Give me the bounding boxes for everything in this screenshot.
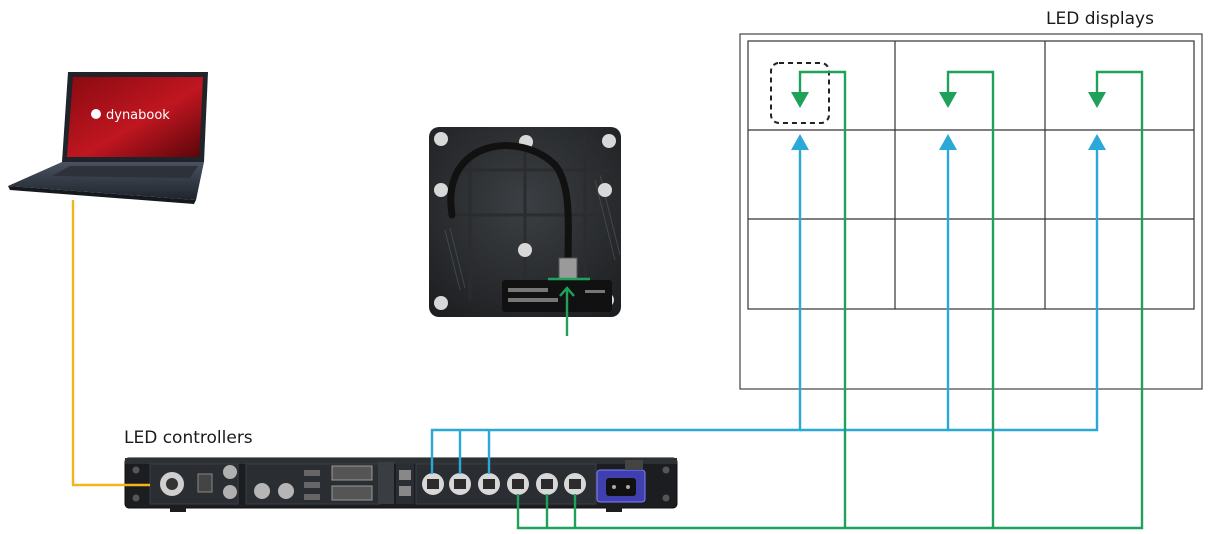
data-link-line	[430, 142, 802, 474]
return-link-line	[516, 70, 1144, 530]
return-link-line	[946, 70, 995, 528]
cable-photo	[429, 127, 621, 317]
display-grid	[747, 40, 1195, 310]
display-frame	[739, 33, 1203, 390]
cable-icon	[447, 142, 572, 264]
data-links	[430, 142, 1099, 474]
led-displays-label: LED displays	[1046, 9, 1154, 29]
return-link-line	[798, 70, 847, 528]
receiving-card	[502, 280, 612, 312]
led-controllers-label: LED controllers	[124, 428, 253, 448]
led-display-wall: LED displays	[739, 9, 1203, 390]
arrow-down-icon	[791, 92, 809, 108]
highlighted-panel	[770, 62, 830, 124]
laptop-icon: dynabook	[8, 72, 208, 204]
arrow-down-icon	[939, 92, 957, 108]
connector-highlight	[548, 277, 590, 336]
return-links	[516, 70, 1144, 530]
brand-logo-icon	[91, 109, 101, 119]
arrow-up-icon	[1088, 134, 1106, 150]
return-arrows	[791, 92, 1106, 108]
laptop-brand: dynabook	[106, 108, 170, 123]
display-grid-outline	[747, 40, 1195, 310]
arrow-up-icon	[791, 134, 809, 150]
pc-link-line	[71, 200, 150, 487]
arrow-down-icon	[1088, 92, 1106, 108]
controller-icon	[124, 457, 678, 512]
arrow-up-icon	[939, 134, 957, 150]
data-link-line	[948, 142, 1099, 432]
data-arrows	[791, 134, 1106, 150]
